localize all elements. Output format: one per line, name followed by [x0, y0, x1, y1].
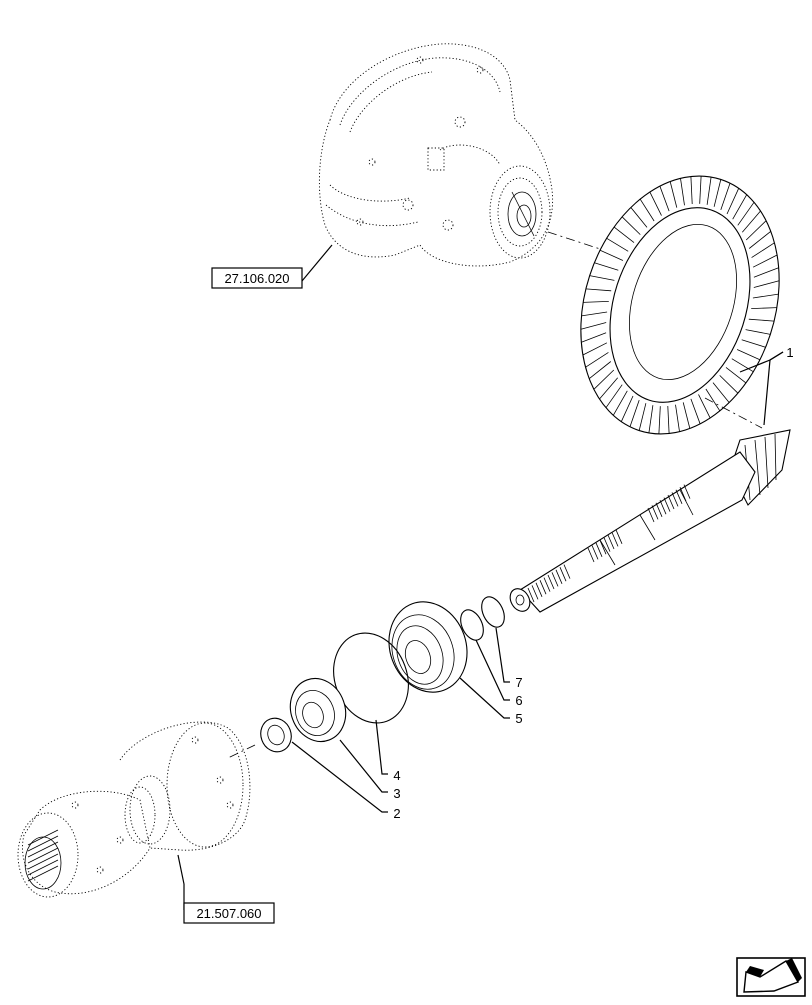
- bearing-5: [388, 601, 468, 693]
- nut-2: [260, 717, 292, 753]
- callout-4: 4: [393, 768, 400, 783]
- callout-1: 1: [786, 345, 793, 360]
- differential-housing: [319, 43, 554, 267]
- arrow-icon[interactable]: [736, 957, 806, 997]
- leader-4: [375, 719, 388, 775]
- leader-1-b: [763, 351, 784, 426]
- callout-3: 3: [393, 786, 400, 801]
- leader-drive: [177, 854, 185, 910]
- leader-2: [291, 741, 388, 813]
- reference-housing-label: 27.106.020: [224, 271, 289, 286]
- bearing-3: [289, 677, 347, 743]
- leader-3: [339, 739, 388, 793]
- callout-2: 2: [393, 806, 400, 821]
- snap-ring-7: [481, 596, 505, 628]
- leader-5: [459, 677, 510, 719]
- ring-gear: [580, 175, 780, 435]
- reference-drive-unit[interactable]: 21.507.060: [183, 902, 275, 924]
- callout-5: 5: [515, 711, 522, 726]
- leader-housing: [301, 244, 333, 282]
- drive-unit: [17, 721, 251, 898]
- callout-7: 7: [515, 675, 522, 690]
- callout-6: 6: [515, 693, 522, 708]
- leader-6: [475, 639, 510, 701]
- axis-line: [227, 744, 256, 759]
- leader-7: [495, 627, 510, 683]
- snap-ring-6: [460, 609, 484, 641]
- reference-housing[interactable]: 27.106.020: [211, 267, 303, 289]
- reference-drive-unit-label: 21.507.060: [196, 906, 261, 921]
- pinion-shaft: [509, 429, 791, 613]
- axis-line: [704, 397, 763, 429]
